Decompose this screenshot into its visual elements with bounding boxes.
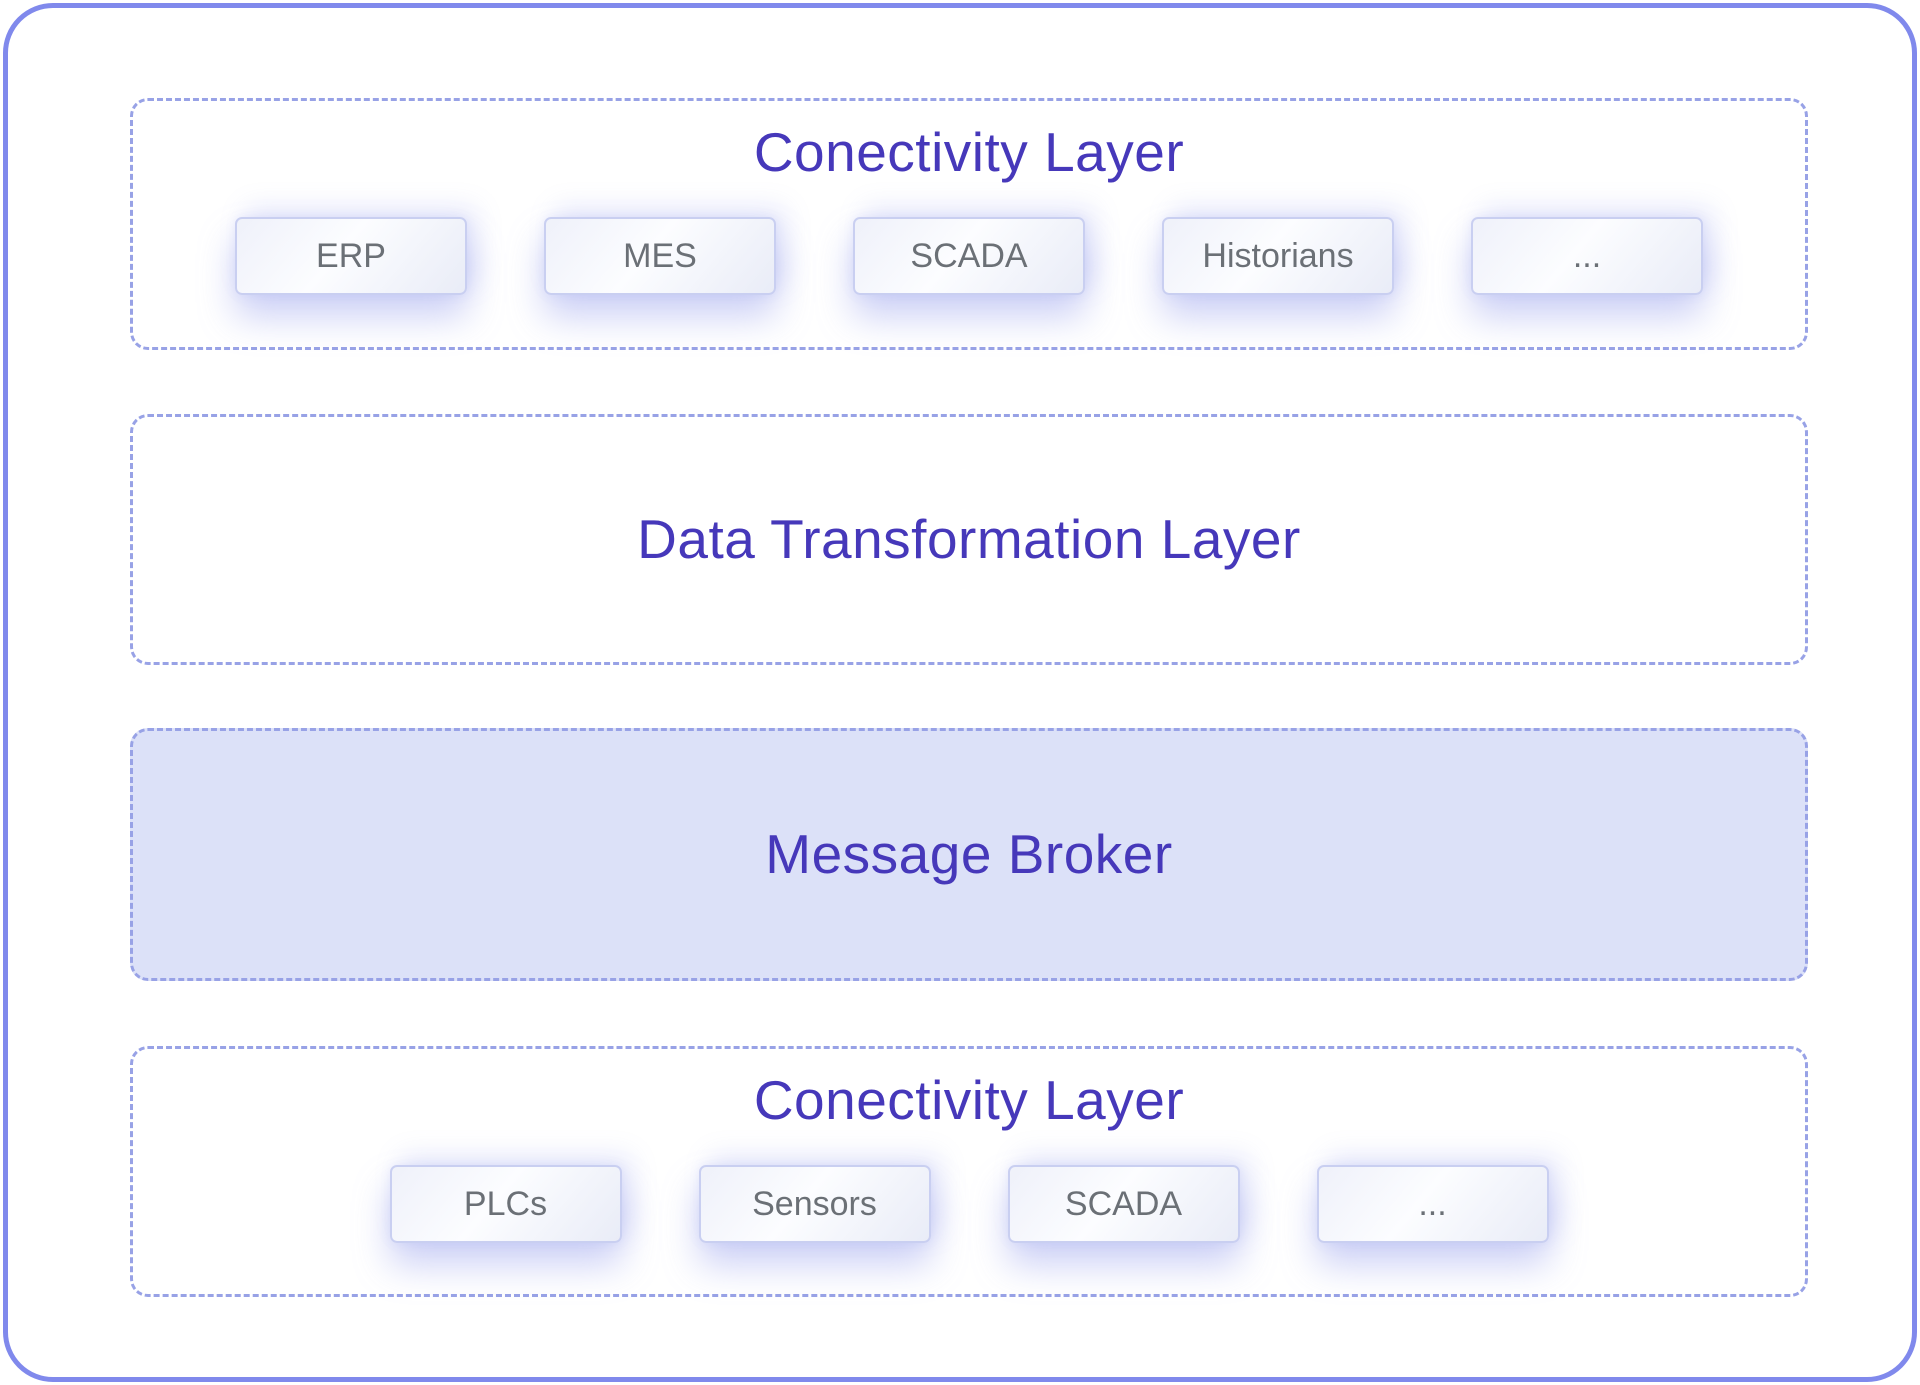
component-box: SCADA	[1007, 1165, 1240, 1243]
component-row-top: ERP MES SCADA Historians...	[235, 217, 1703, 295]
layer-connectivity-bottom: Conectivity Layer PLCs Sensors SCADA...	[130, 1046, 1808, 1297]
outer-frame: Conectivity Layer ERP MES SCADA Historians.…	[3, 3, 1917, 1382]
layer-message-broker: Message Broker	[130, 728, 1808, 981]
layer-title-data-transformation: Data Transformation Layer	[637, 508, 1301, 570]
component-box: PLCs	[389, 1165, 622, 1243]
component-box: ...	[1471, 217, 1703, 295]
layer-title-message-broker: Message Broker	[765, 823, 1173, 885]
component-box: ...	[1316, 1165, 1549, 1243]
layer-data-transformation: Data Transformation Layer	[130, 414, 1808, 665]
layer-title-connectivity-bottom: Conectivity Layer	[753, 1069, 1185, 1131]
layer-title-connectivity-top: Conectivity Layer	[753, 121, 1185, 183]
layer-connectivity-top: Conectivity Layer ERP MES SCADA Historians.…	[130, 98, 1808, 350]
component-box: SCADA	[853, 217, 1085, 295]
component-box: Historians	[1162, 217, 1394, 295]
component-box: Sensors	[698, 1165, 931, 1243]
component-box: ERP	[235, 217, 467, 295]
component-box: MES	[544, 217, 776, 295]
component-row-bottom: PLCs Sensors SCADA...	[389, 1165, 1549, 1243]
